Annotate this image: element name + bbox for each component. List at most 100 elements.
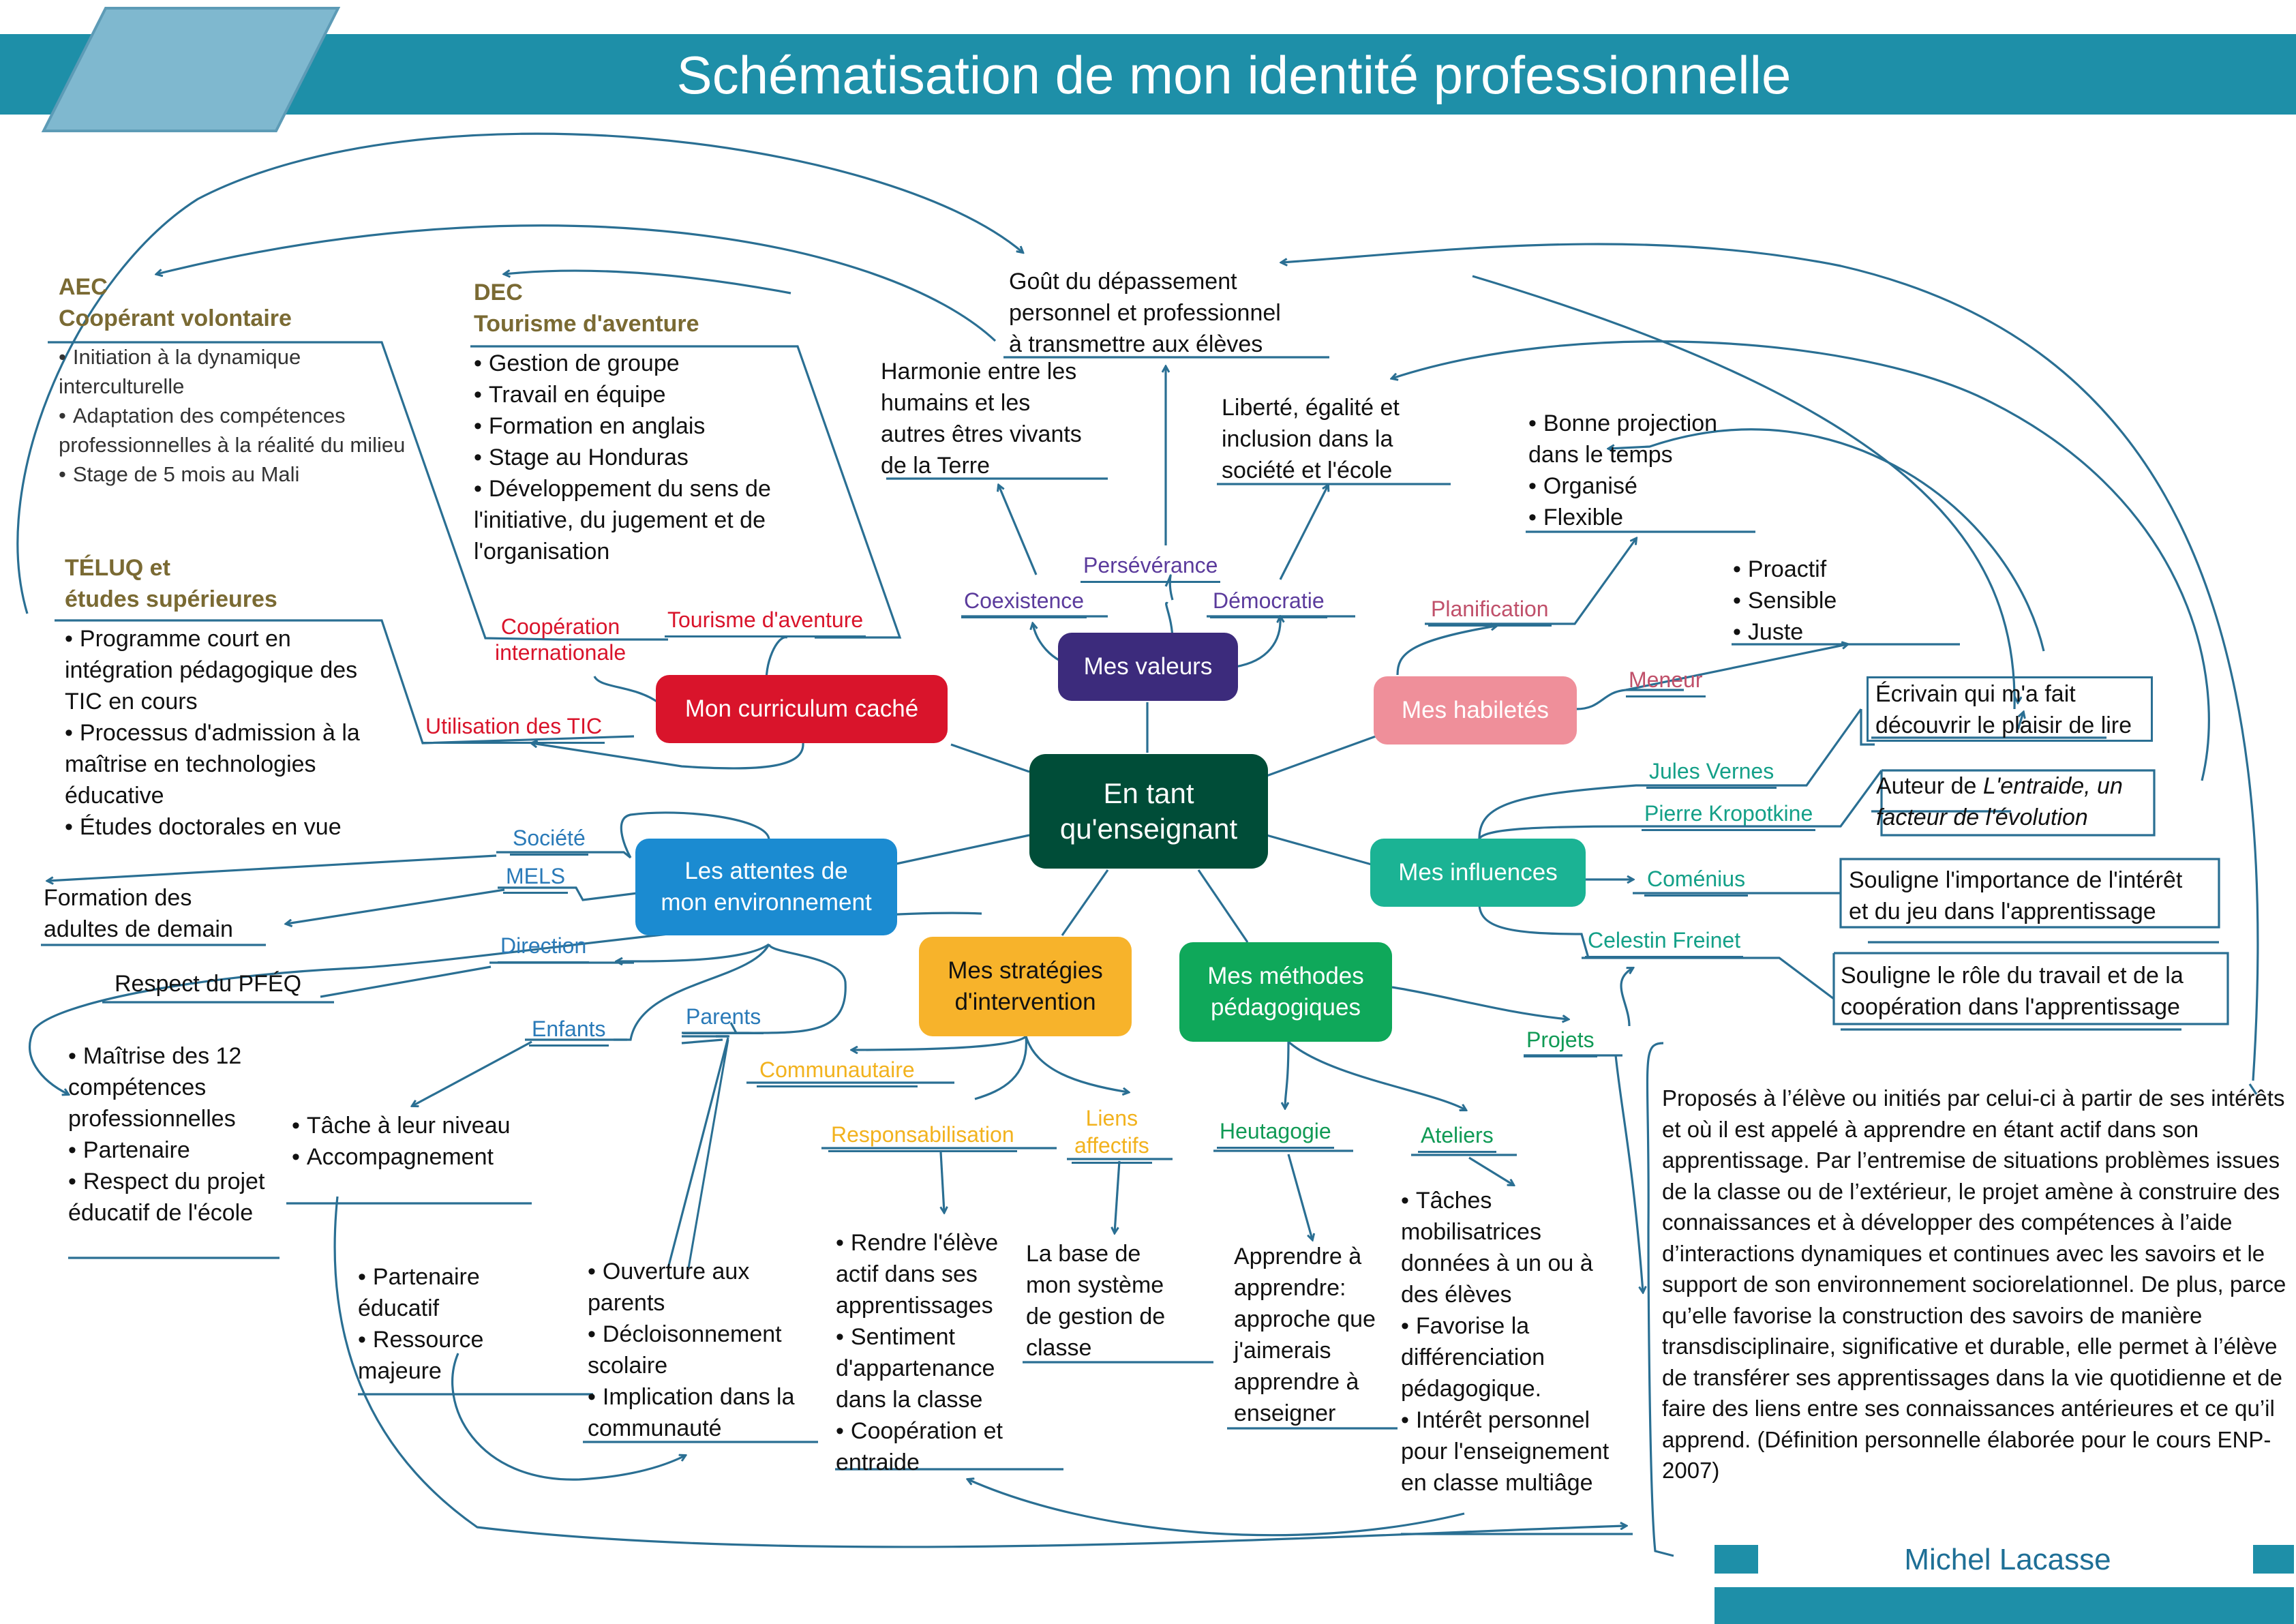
- tache-item: Accompagnement: [292, 1141, 527, 1173]
- author-name: Michel Lacasse: [1904, 1543, 2111, 1576]
- node-influences[interactable]: Mes influences: [1370, 839, 1586, 907]
- label-societe: Société: [510, 825, 588, 856]
- meneur-item: Proactif: [1733, 554, 1903, 585]
- header-accent-parallelogram: [41, 7, 341, 132]
- freinet-box: Souligne le rôle du travail et de la coo…: [1841, 963, 2184, 1020]
- teluq-item: Processus d'admission à la maîtrise en t…: [65, 717, 399, 811]
- footer-square-left: [1715, 1545, 1758, 1574]
- node-valeurs-label: Mes valeurs: [1083, 653, 1213, 680]
- kropotkine-prefix: Auteur de: [1876, 773, 1983, 799]
- node-habiletes-label: Mes habiletés: [1402, 697, 1549, 723]
- kropotkine-title-1: L'entraide, un: [1982, 773, 2123, 799]
- teluq-item: Programme court en intégration pédagogiq…: [65, 623, 399, 717]
- center-node[interactable]: En tant qu'enseignant: [1029, 754, 1268, 869]
- node-methodes-line-1: Mes méthodes: [1207, 963, 1364, 989]
- label-parents: Parents: [683, 1004, 764, 1034]
- center-line-2: qu'enseignant: [1059, 813, 1238, 845]
- label-verne: Jules Vernes: [1646, 758, 1777, 789]
- dec-list: Gestion de groupe Travail en équipe Form…: [474, 348, 781, 567]
- tache-item: Tâche à leur niveau: [292, 1110, 527, 1141]
- node-attentes-line-2: mon environnement: [661, 889, 872, 916]
- page-title: Schématisation de mon identité professio…: [676, 45, 1792, 105]
- node-methodes[interactable]: Mes méthodes pédagogiques: [1179, 942, 1392, 1042]
- maitrise-list: Maîtrise des 12 compétences professionne…: [68, 1040, 276, 1229]
- label-projets: Projets: [1524, 1027, 1597, 1057]
- dec-item: Formation en anglais: [474, 410, 781, 442]
- teluq-block: TÉLUQ et études supérieures Programme co…: [65, 552, 399, 843]
- header-bar: [0, 34, 2296, 115]
- label-freinet: Celestin Freinet: [1585, 927, 1744, 958]
- label-responsabilisation: Responsabilisation: [828, 1122, 1017, 1152]
- partenaire-list: Partenaire éducatif Ressource majeure: [358, 1261, 528, 1387]
- maitrise-item: Maîtrise des 12 compétences professionne…: [68, 1040, 276, 1134]
- node-strategies-line-1: Mes stratégies: [948, 957, 1103, 984]
- comenius-box: Souligne l'importance de l'intérêt et du…: [1849, 867, 2183, 924]
- label-tourisme: Tourisme d'aventure: [665, 607, 866, 637]
- pfeq-text: Respect du PFÉQ: [115, 971, 302, 997]
- maitrise-item: Partenaire: [68, 1134, 276, 1166]
- label-direction: Direction: [498, 933, 590, 963]
- aec-list: Initiation à la dynamique interculturell…: [59, 342, 413, 489]
- planif-item: Bonne projection dans le temps: [1528, 408, 1767, 470]
- node-influences-label: Mes influences: [1398, 859, 1558, 886]
- meneur-item: Sensible: [1733, 585, 1903, 616]
- label-ateliers: Ateliers: [1418, 1122, 1496, 1153]
- dec-title-2: Tourisme d'aventure: [474, 311, 699, 337]
- valeurs-gout: Goût du dépassement personnel et profess…: [1009, 269, 1281, 357]
- label-tic: Utilisation des TIC: [423, 713, 605, 744]
- teluq-list: Programme court en intégration pédagogiq…: [65, 623, 399, 843]
- label-coexistence: Coexistence: [961, 588, 1087, 618]
- formation-text: Formation des adultes de demain: [44, 885, 233, 942]
- aec-title-1: AEC: [59, 274, 108, 300]
- planif-item: Flexible: [1528, 502, 1767, 533]
- node-curriculum[interactable]: Mon curriculum caché: [656, 675, 948, 743]
- label-enfants: Enfants: [529, 1016, 609, 1047]
- node-methodes-line-2: pédagogiques: [1211, 994, 1361, 1021]
- label-cooperation: Coopération internationale: [495, 614, 626, 665]
- resp-item: Rendre l'élève actif dans ses apprentiss…: [836, 1227, 1040, 1321]
- liens-text: La base de mon système de gestion de cla…: [1026, 1241, 1166, 1361]
- label-communautaire: Communautaire: [757, 1057, 918, 1087]
- planif-list: Bonne projection dans le temps Organisé …: [1528, 408, 1767, 533]
- dec-title-1: DEC: [474, 280, 523, 305]
- resp-list: Rendre l'élève actif dans ses apprentiss…: [836, 1227, 1040, 1478]
- projets-definition: Proposés à l’élève ou initiés par celui-…: [1662, 1085, 2286, 1483]
- aec-item: Adaptation des compétences professionnel…: [59, 401, 413, 460]
- footer-square-right: [2253, 1545, 2294, 1574]
- ouverture-item: Ouverture aux parents: [588, 1256, 813, 1319]
- heuta-text: Apprendre à apprendre: approche que j'ai…: [1234, 1244, 1376, 1426]
- planif-item: Organisé: [1528, 470, 1767, 502]
- label-heutagogie: Heutagogie: [1217, 1118, 1334, 1149]
- kropotkine-box: Auteur de L'entraide, un facteur de l'év…: [1876, 770, 2152, 833]
- ouverture-item: Décloisonnement scolaire: [588, 1319, 813, 1381]
- center-line-1: En tant: [1103, 777, 1194, 809]
- aec-block: AEC Coopérant volontaire Initiation à la…: [59, 271, 413, 489]
- ouverture-list: Ouverture aux parents Décloisonnement sc…: [588, 1256, 813, 1444]
- dec-item: Développement du sens de l'initiative, d…: [474, 473, 781, 567]
- valeurs-liberte: Liberté, égalité et inclusion dans la so…: [1222, 395, 1400, 483]
- aec-item: Initiation à la dynamique interculturell…: [59, 342, 413, 401]
- label-planification: Planification: [1428, 596, 1552, 627]
- ateliers-item: Intérêt personnel pour l'enseignement en…: [1401, 1404, 1626, 1499]
- verne-box: Écrivain qui m'a fait découvrir le plais…: [1867, 676, 2153, 742]
- meneur-item: Juste: [1733, 616, 1903, 648]
- label-liens: Liens affectifs: [1072, 1104, 1152, 1164]
- label-meneur: Meneur: [1626, 667, 1706, 697]
- partenaire-item: Ressource majeure: [358, 1324, 528, 1387]
- dec-item: Travail en équipe: [474, 379, 781, 410]
- dec-item: Stage au Honduras: [474, 442, 781, 473]
- dec-block: DEC Tourisme d'aventure Gestion de group…: [474, 277, 781, 567]
- node-strategies-line-2: d'intervention: [954, 989, 1096, 1015]
- teluq-title-1: TÉLUQ et: [65, 555, 170, 581]
- node-strategies[interactable]: Mes stratégies d'intervention: [919, 937, 1132, 1036]
- footer-bar: [1715, 1587, 2294, 1624]
- partenaire-item: Partenaire éducatif: [358, 1261, 528, 1324]
- valeurs-harmonie: Harmonie entre les humains et les autres…: [881, 359, 1082, 479]
- node-valeurs[interactable]: Mes valeurs: [1058, 633, 1238, 701]
- node-attentes[interactable]: Les attentes de mon environnement: [635, 839, 897, 935]
- ateliers-item: Favorise la différenciation pédagogique.: [1401, 1310, 1626, 1404]
- node-habiletes[interactable]: Mes habiletés: [1374, 676, 1577, 745]
- ouverture-item: Implication dans la communauté: [588, 1381, 813, 1444]
- resp-item: Coopération et entraide: [836, 1415, 1040, 1478]
- node-curriculum-label: Mon curriculum caché: [684, 695, 919, 722]
